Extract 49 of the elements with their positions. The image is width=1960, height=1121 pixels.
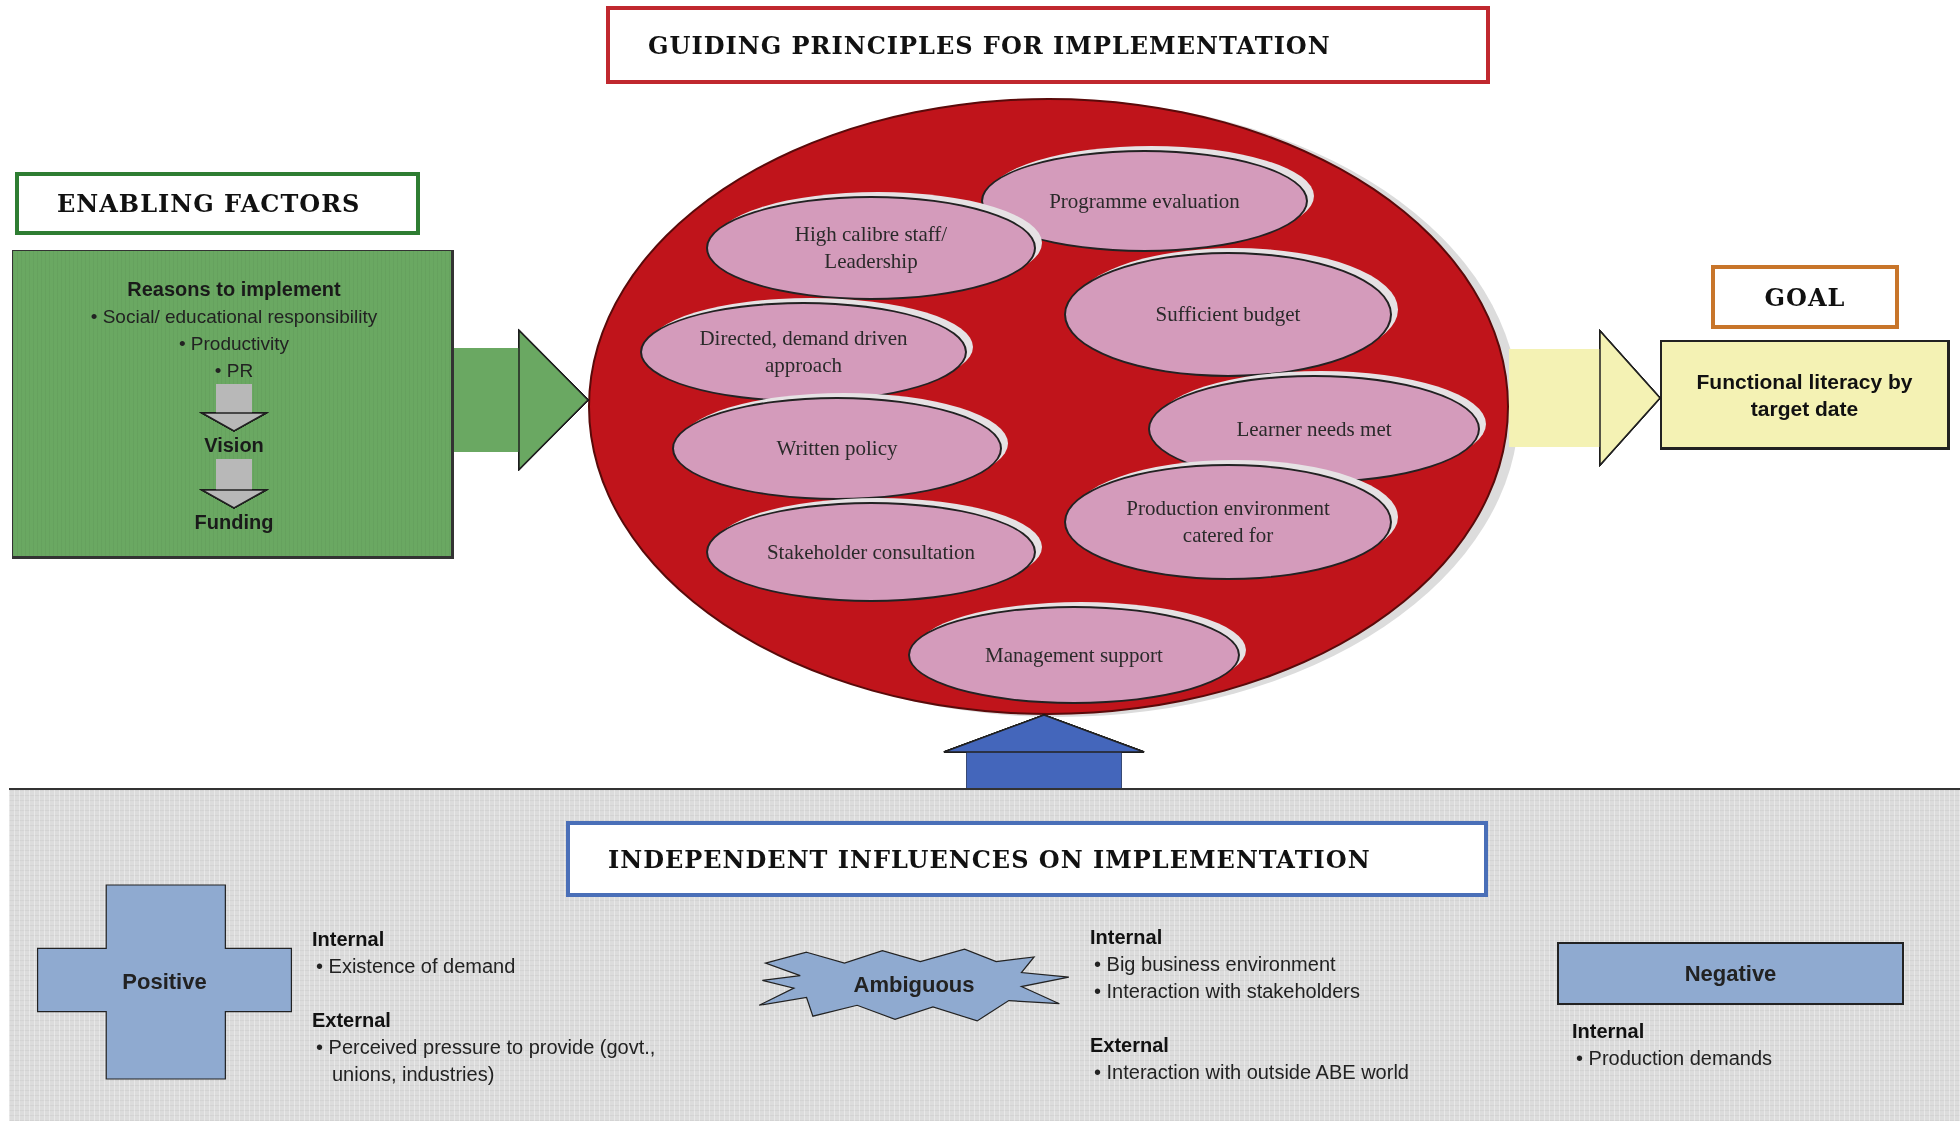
step-label: Funding xyxy=(13,508,455,536)
group-heading: Internal xyxy=(312,927,386,952)
bullet-item: • Social/ educational responsibility xyxy=(89,305,379,329)
group-heading: External xyxy=(1090,1033,1170,1058)
goal-box xyxy=(1660,340,1950,450)
block-arrow xyxy=(1509,330,1661,466)
node-label: Learner needs met xyxy=(1236,415,1392,443)
heading-box xyxy=(566,821,1488,897)
node-label: Directed, demand driven approach xyxy=(698,325,909,379)
title-box xyxy=(606,6,1490,84)
node-label: Production environment catered for xyxy=(1125,495,1331,549)
bullet-item: • Perceived pressure to provide (govt., unions, industries) xyxy=(316,1035,657,1087)
node-label: High calibre staff/ Leadership xyxy=(793,221,949,275)
node-label: GOAL xyxy=(1764,282,1846,312)
block-arrow xyxy=(943,714,1145,788)
node-label: Written policy xyxy=(776,435,898,462)
node-label: Management support xyxy=(985,641,1163,669)
factor-panel xyxy=(12,250,454,559)
block-arrow xyxy=(201,459,267,509)
node-label: Functional literacy by target date xyxy=(1695,368,1914,422)
node-label: Positive xyxy=(122,969,207,995)
bullet-item: • Interaction with outside ABE world xyxy=(1094,1060,1410,1085)
bullet-item: • Production demands xyxy=(1576,1046,1773,1071)
node-label: GUIDING PRINCIPLES FOR IMPLEMENTATION xyxy=(648,30,1331,60)
bullet-item: • Big business environment xyxy=(1094,952,1337,977)
group-heading: Internal xyxy=(1090,925,1164,950)
influence-band xyxy=(9,788,1960,1121)
bullet-item: • Existence of demand xyxy=(316,954,517,979)
node-label: Stakeholder consultation xyxy=(766,538,976,566)
starburst-shape xyxy=(756,946,1072,1024)
node-label: INDEPENDENT INFLUENCES ON IMPLEMENTATION xyxy=(608,844,1371,874)
heading-box xyxy=(1711,265,1899,329)
bullet-item: • Interaction with stakeholders xyxy=(1094,979,1362,1004)
heading-box xyxy=(15,172,420,235)
step-label: Vision xyxy=(13,431,455,459)
heading-text: Reasons to implement xyxy=(126,277,342,302)
bullet-item: • Productivity xyxy=(177,332,291,356)
node-label: Programme evaluation xyxy=(1049,187,1240,215)
plus-shape xyxy=(35,883,294,1081)
node-label: Sufficient budget xyxy=(1155,301,1301,328)
node-label: Negative xyxy=(1684,960,1777,987)
influence-box xyxy=(1557,942,1904,1005)
group-heading: Internal xyxy=(1572,1019,1646,1044)
block-arrow xyxy=(201,384,267,432)
block-arrow xyxy=(454,329,589,471)
node-label: Ambiguous xyxy=(853,972,975,998)
bullet-item: • PR xyxy=(213,359,255,383)
node-label: ENABLING FACTORS xyxy=(57,189,361,218)
group-heading: External xyxy=(312,1008,392,1033)
